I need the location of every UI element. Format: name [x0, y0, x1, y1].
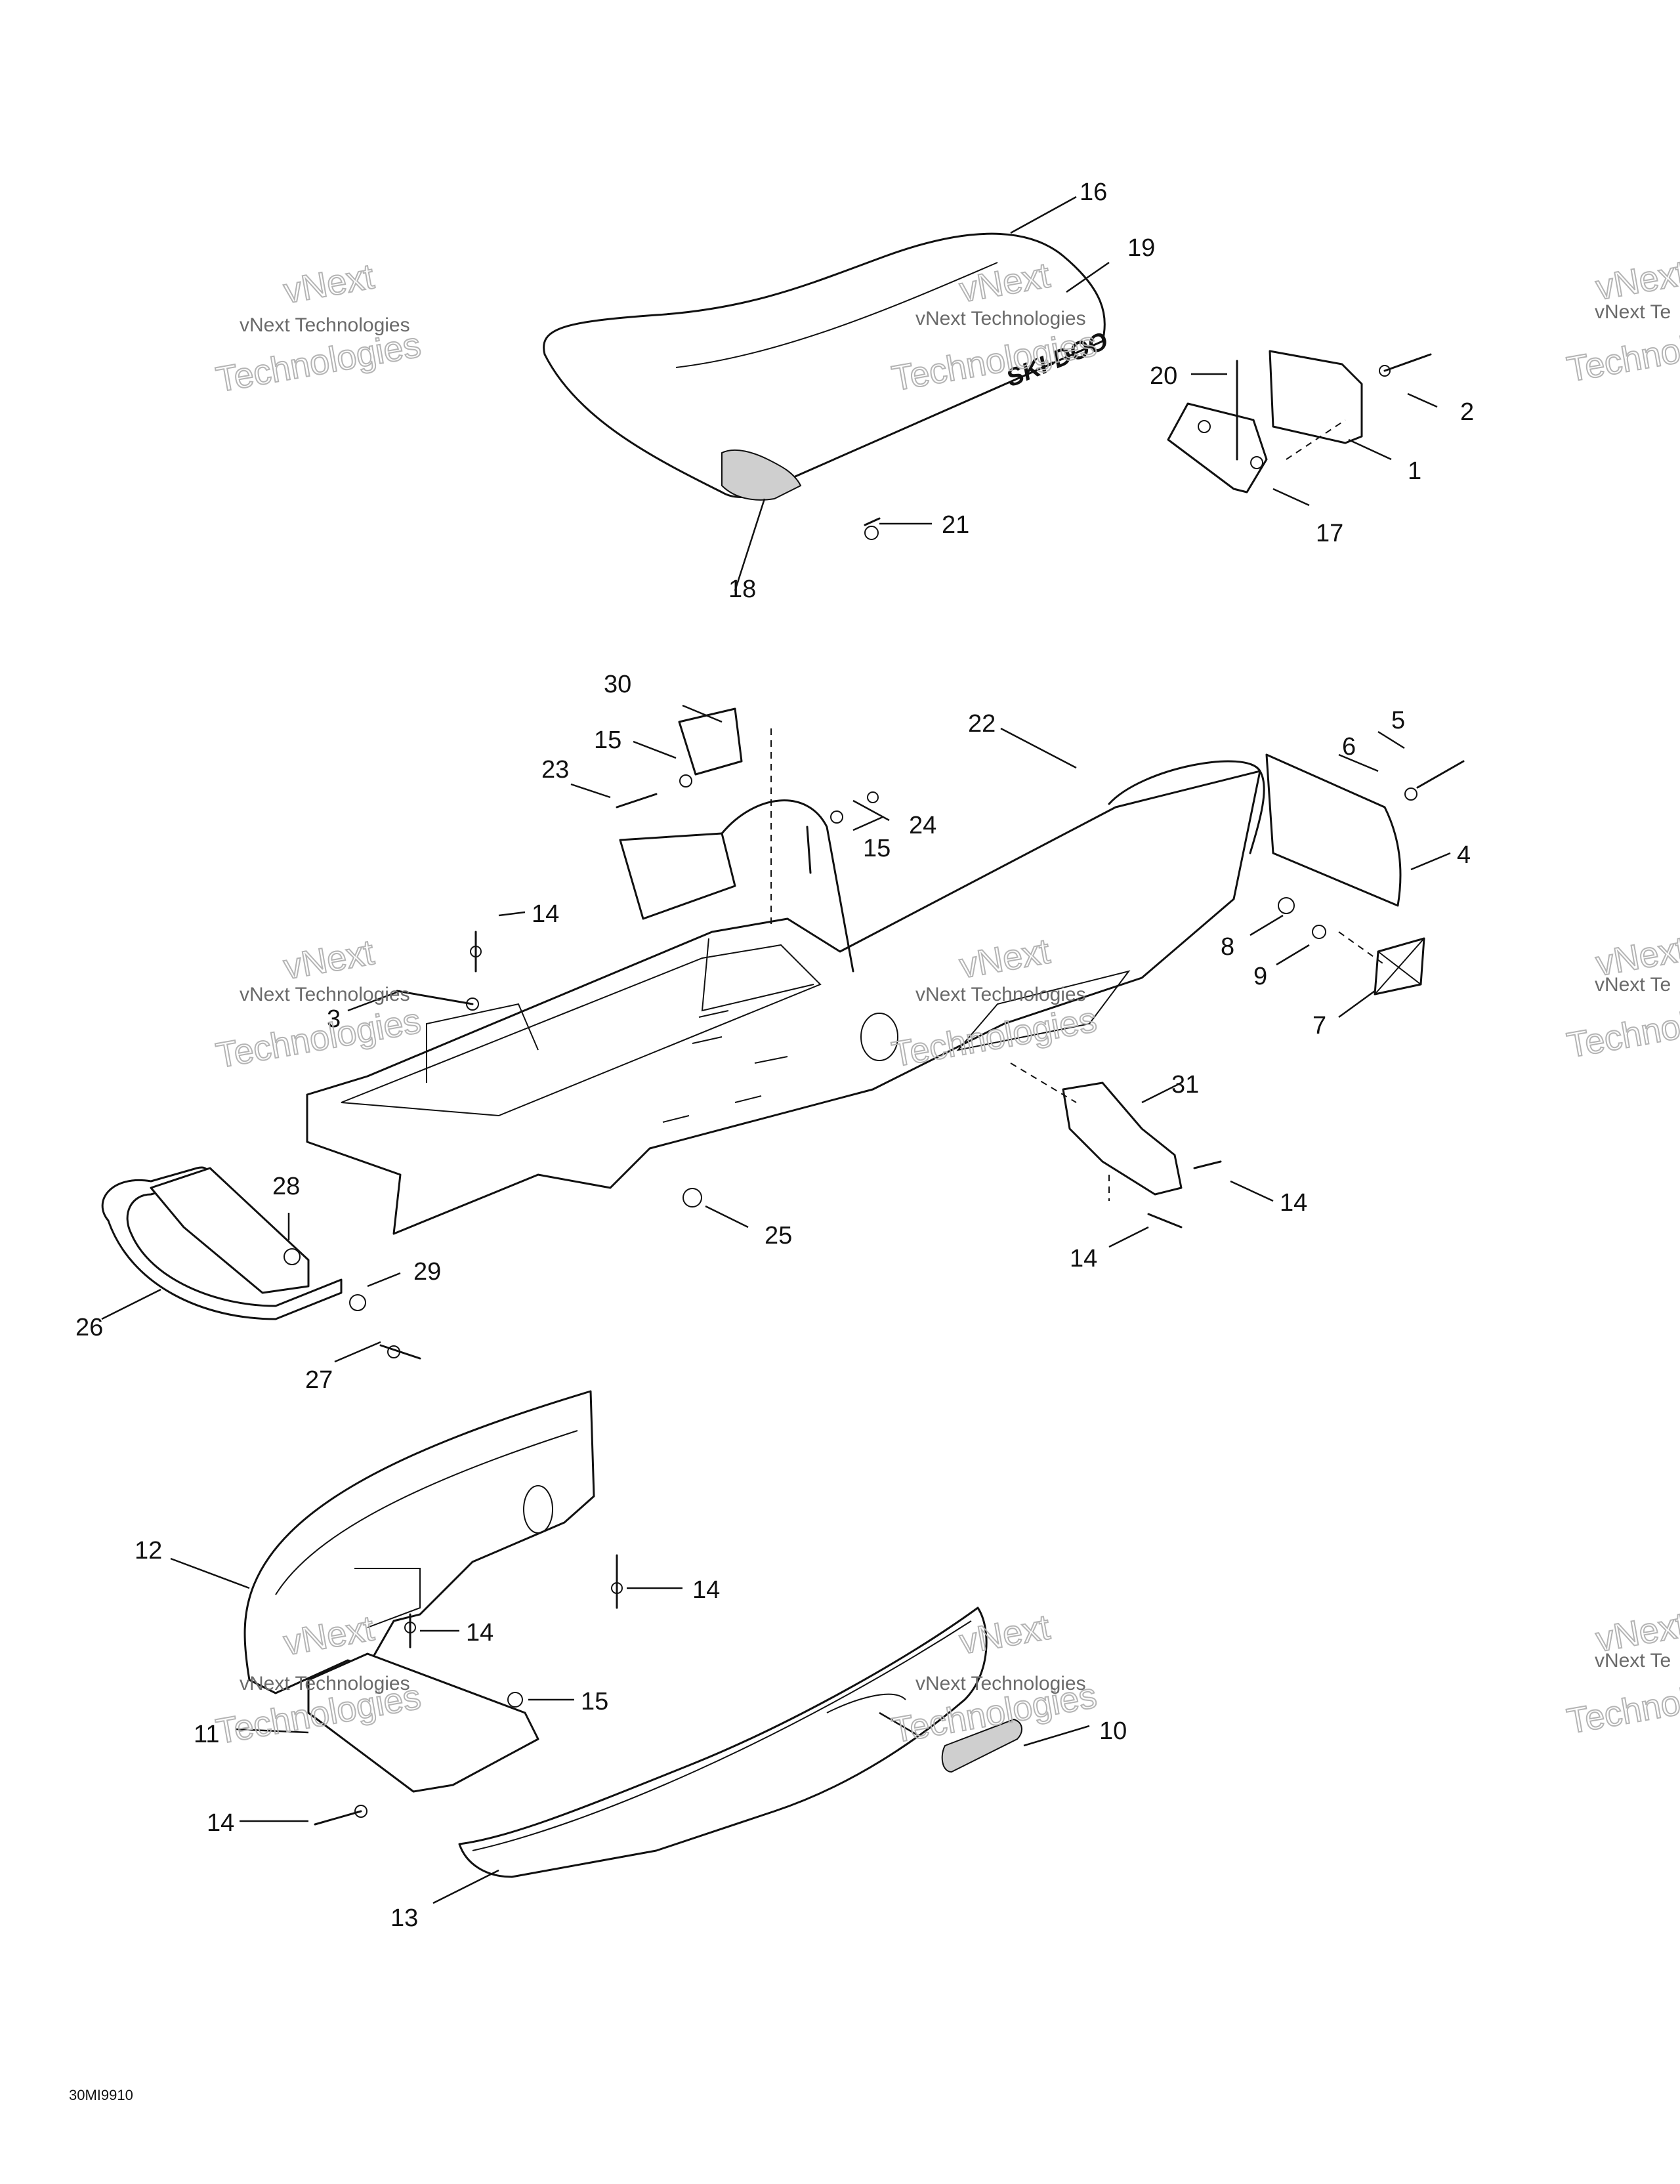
callout-15-a: 15: [594, 726, 621, 754]
watermark-partial: vNext Te: [1595, 301, 1671, 323]
callout-14-e: 14: [466, 1619, 494, 1647]
callout-14-c: 14: [1070, 1245, 1097, 1272]
seat-assembly: SKI-DOO: [543, 232, 1112, 501]
bracket-31: [1010, 1062, 1222, 1228]
callout-10: 10: [1099, 1717, 1127, 1745]
watermark-word1: vNext: [1593, 253, 1680, 308]
callout-9: 9: [1253, 963, 1267, 990]
leader-lines: [101, 196, 1451, 1904]
callout-19: 19: [1127, 234, 1155, 262]
callout-14-f: 14: [207, 1809, 234, 1837]
callout-8: 8: [1221, 933, 1234, 961]
watermark-word1: vNext: [281, 933, 377, 987]
watermark-small: vNext Technologies: [240, 1673, 410, 1694]
callout-31: 31: [1171, 1071, 1199, 1099]
bumper-25: [682, 1188, 702, 1208]
callout-23: 23: [541, 756, 569, 784]
callout-24: 24: [909, 812, 936, 839]
watermark-partial: vNext Te: [1595, 1650, 1671, 1671]
flap-assembly: [1265, 753, 1465, 996]
watermark-small: vNext Technologies: [915, 308, 1086, 329]
watermark-small: vNext Technologies: [915, 984, 1086, 1005]
callout-25: 25: [765, 1222, 792, 1250]
watermark-word2: Technologies: [213, 1001, 424, 1076]
callout-11: 11: [194, 1721, 219, 1748]
watermark-small: vNext Technologies: [240, 984, 410, 1005]
callout-6: 6: [1342, 733, 1356, 761]
callout-26: 26: [75, 1314, 103, 1341]
callout-2: 2: [1460, 398, 1474, 426]
watermark-word2: Technologies: [213, 325, 424, 400]
watermark-partial: vNext Te: [1595, 974, 1671, 996]
callout-28: 28: [272, 1173, 300, 1200]
callout-14-a: 14: [532, 900, 559, 928]
callout-4: 4: [1457, 841, 1471, 869]
handle-26: [101, 1166, 421, 1360]
callout-18: 18: [728, 576, 756, 603]
callout-5: 5: [1391, 707, 1405, 734]
callout-15-b: 15: [863, 835, 891, 862]
seat-bracket-assembly: [1167, 350, 1432, 494]
callout-22: 22: [968, 710, 996, 738]
frame-assembly: [306, 760, 1265, 1235]
watermark-small: vNext Technologies: [915, 1673, 1086, 1694]
callout-12: 12: [135, 1537, 162, 1564]
callout-labels: 1 2 3 4 5 6 7 8 9 10 11 12 13 14 14 14 1…: [75, 178, 1474, 1932]
callout-1: 1: [1408, 457, 1421, 485]
watermark-word2: Technologies: [1564, 1667, 1680, 1742]
callout-7: 7: [1312, 1012, 1326, 1040]
callout-21: 21: [942, 511, 969, 539]
watermark-word2: Technologies: [1564, 315, 1680, 390]
lower-body-assembly: [243, 1390, 1022, 1878]
callout-3: 3: [327, 1005, 341, 1033]
rivets-lower: [314, 1554, 623, 1826]
callout-14-d: 14: [692, 1576, 720, 1604]
watermark-word1: vNext: [281, 257, 377, 311]
callout-15-c: 15: [581, 1688, 608, 1715]
callout-14-b: 14: [1280, 1189, 1307, 1217]
rivets-upper: [396, 707, 879, 1011]
callout-27: 27: [305, 1366, 333, 1394]
screw-21: [864, 517, 881, 540]
drawing-code: 30MI9910: [69, 2087, 133, 2103]
callout-29: 29: [413, 1258, 441, 1286]
watermark-small: vNext Technologies: [240, 314, 410, 336]
callout-20: 20: [1150, 362, 1177, 390]
watermark-word2: Technologies: [1564, 991, 1680, 1066]
callout-16: 16: [1080, 178, 1107, 206]
callout-30: 30: [604, 671, 631, 698]
callout-17: 17: [1316, 520, 1343, 547]
callout-13: 13: [390, 1904, 418, 1932]
